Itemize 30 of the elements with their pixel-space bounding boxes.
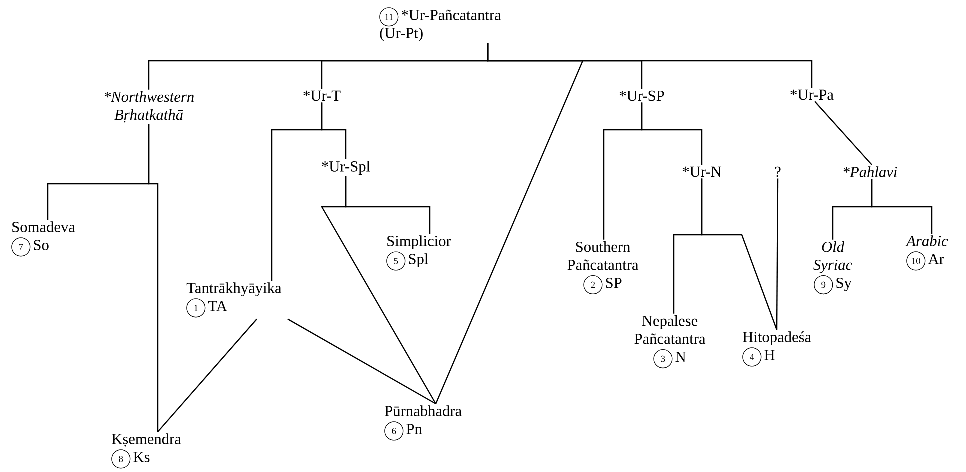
manuscript-label: ?	[775, 166, 781, 178]
manuscript-label: *Ur-Pa	[790, 90, 834, 100]
manuscript-label: Nepalese Pañcatantra 3 N	[634, 315, 706, 369]
manuscript-label: Old Syriac 9 Sy	[814, 241, 852, 295]
stemma-line	[814, 101, 872, 166]
manuscript-label: 11 *Ur-Pañcatantra (Ur-Pt)	[380, 8, 502, 42]
manuscript-label: Simplicior 5 Spl	[386, 236, 452, 271]
manuscript-label: Pūrnabhadra 6 Pn	[384, 406, 462, 441]
stemma-line	[321, 102, 347, 160]
stemma-line	[871, 179, 933, 234]
manuscript-label: Hitopadeśa 4 H	[742, 332, 812, 367]
manuscript-label: *Ur-Spl	[322, 161, 370, 175]
manuscript-label: Somadeva 7 So	[12, 222, 76, 257]
stemma-line	[435, 43, 584, 404]
manuscript-label: *Ur-N	[682, 166, 722, 178]
stemma-line	[641, 102, 703, 166]
manuscript-label: Tantrākhyāyika 1 TA	[186, 282, 282, 318]
manuscript-label: Arabic 10 Ar	[906, 236, 948, 271]
stemma-line	[148, 124, 159, 432]
manuscript-label: *Pahlavi	[844, 166, 898, 178]
manuscript-label: Kṣemendra 8 Ks	[112, 434, 182, 469]
manuscript-label: *Ur-SP	[620, 90, 664, 102]
manuscript-label: Southern Pañcatantra 2 SP	[568, 241, 639, 295]
stemma-line	[776, 178, 779, 330]
manuscript-label: *Ur-T	[304, 90, 341, 102]
stemma-line	[320, 176, 437, 404]
stemma-line	[701, 178, 778, 330]
stemma-line	[158, 318, 258, 432]
manuscript-label: *Northwestern Bṛhatkathā	[104, 91, 194, 123]
stemma-line	[288, 318, 436, 405]
